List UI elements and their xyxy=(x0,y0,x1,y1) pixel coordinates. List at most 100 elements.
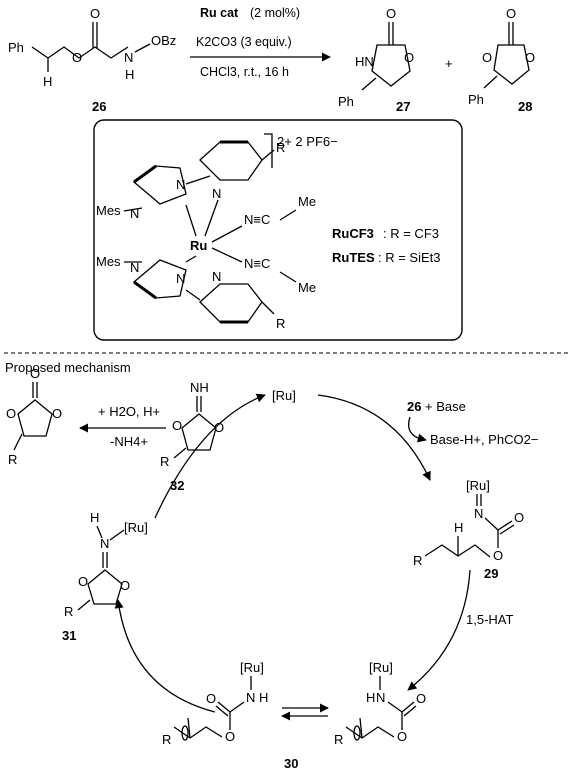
svg-text:R: R xyxy=(64,604,73,619)
svg-text:-NH4+: -NH4+ xyxy=(110,434,148,449)
svg-text:O: O xyxy=(172,418,182,433)
svg-text:: R = SiEt3: : R = SiEt3 xyxy=(378,250,441,265)
svg-text:R: R xyxy=(276,316,285,331)
svg-text:H: H xyxy=(259,690,268,705)
svg-text:O: O xyxy=(206,691,216,706)
oxazolidinone-ring xyxy=(371,44,411,87)
svg-text:Ru cat: Ru cat xyxy=(200,6,239,20)
ru-center: [Ru] xyxy=(272,388,296,403)
svg-text:O: O xyxy=(506,6,516,21)
base-step: 26 + Base Base-H+, PhCO2− xyxy=(407,399,538,447)
catalyst-box xyxy=(93,119,463,341)
intermediate-32: NH O O R 32 xyxy=(160,380,224,493)
intermediate-29: [Ru] N O O H R 29 xyxy=(413,478,524,581)
svg-text:Ru: Ru xyxy=(190,238,207,253)
svg-text:O: O xyxy=(72,50,82,65)
svg-text:N: N xyxy=(212,269,221,284)
svg-text:Me: Me xyxy=(298,194,316,209)
svg-text:28: 28 xyxy=(518,99,532,114)
svg-text:Ph: Ph xyxy=(338,94,354,109)
hat-step-label: 1,5-HAT xyxy=(466,612,513,627)
svg-text:Ph: Ph xyxy=(468,92,484,107)
svg-text:O: O xyxy=(404,50,414,65)
svg-text:H: H xyxy=(454,520,463,535)
svg-text:27: 27 xyxy=(396,99,410,114)
svg-text:Mes: Mes xyxy=(96,203,121,218)
svg-text:R: R xyxy=(334,732,343,747)
svg-text:O: O xyxy=(30,366,40,381)
svg-text:O: O xyxy=(120,578,130,593)
svg-text:O: O xyxy=(52,406,62,421)
svg-text:N: N xyxy=(130,260,139,275)
svg-text:[Ru]: [Ru] xyxy=(369,660,393,675)
svg-text:N: N xyxy=(176,177,185,192)
svg-text:R: R xyxy=(276,140,285,155)
svg-text:Ph: Ph xyxy=(8,40,24,55)
svg-text:29: 29 xyxy=(484,566,498,581)
svg-text:R: R xyxy=(413,553,422,568)
product-28: O O O Ph 28 xyxy=(468,6,535,114)
svg-text:O: O xyxy=(225,729,235,744)
intermediate-30-left: [Ru] N H O O R xyxy=(162,660,268,747)
substrate-26: Ph H O O N H OBz 26 xyxy=(8,6,176,114)
mechanism-title: Proposed mechanism xyxy=(5,360,131,375)
svg-text:+ Base: + Base xyxy=(425,399,466,414)
intermediate-31: H N [Ru] O O R 31 xyxy=(62,510,148,643)
svg-text:[Ru]: [Ru] xyxy=(124,520,148,535)
svg-text:N: N xyxy=(246,690,255,705)
svg-text:Me: Me xyxy=(298,280,316,295)
svg-text:O: O xyxy=(482,50,492,65)
svg-text:R: R xyxy=(162,732,171,747)
svg-text:O: O xyxy=(514,510,524,525)
svg-text:31: 31 xyxy=(62,628,76,643)
svg-text:O: O xyxy=(90,6,100,21)
svg-text:RuCF3: RuCF3 xyxy=(332,226,374,241)
svg-text:N≡C: N≡C xyxy=(244,212,270,227)
svg-text:H: H xyxy=(366,690,375,705)
catalyst-structure: 2+ 2 PF6− R N N N Mes Ru N≡C Me N≡C Me M… xyxy=(96,133,441,331)
svg-text:N: N xyxy=(124,50,133,65)
equilibrium-arrows xyxy=(281,703,329,721)
svg-text:(2 mol%): (2 mol%) xyxy=(250,6,300,20)
svg-text:O: O xyxy=(525,50,535,65)
svg-text:O: O xyxy=(397,729,407,744)
svg-text:O: O xyxy=(6,406,16,421)
svg-text:OBz: OBz xyxy=(151,33,176,48)
catalytic-cycle: [Ru] xyxy=(114,388,471,713)
svg-text:RuTES: RuTES xyxy=(332,250,375,265)
svg-text:N: N xyxy=(376,690,385,705)
svg-text:H: H xyxy=(90,510,99,525)
svg-text:[Ru]: [Ru] xyxy=(240,660,264,675)
svg-text:N≡C: N≡C xyxy=(244,256,270,271)
svg-text:R: R xyxy=(8,452,17,467)
svg-text:Mes: Mes xyxy=(96,254,121,269)
svg-text:R: R xyxy=(160,454,169,469)
svg-text:K2CO3 (3 equiv.): K2CO3 (3 equiv.) xyxy=(196,35,292,49)
svg-text:HN: HN xyxy=(355,54,374,69)
svg-text:O: O xyxy=(214,420,224,435)
svg-text:[Ru]: [Ru] xyxy=(466,478,490,493)
product-27: O HN O Ph 27 xyxy=(338,6,414,114)
svg-text:N: N xyxy=(474,506,483,521)
plus-sign: + xyxy=(445,56,453,71)
svg-text:Base-H+, PhCO2−: Base-H+, PhCO2− xyxy=(430,432,538,447)
svg-text:26: 26 xyxy=(92,99,106,114)
svg-text:H: H xyxy=(43,74,52,89)
svg-text:O: O xyxy=(78,574,88,589)
label-30: 30 xyxy=(284,756,298,771)
svg-text:N: N xyxy=(176,271,185,286)
svg-text:32: 32 xyxy=(170,478,184,493)
svg-text:O: O xyxy=(416,691,426,706)
svg-text:2+ 2 PF6−: 2+ 2 PF6− xyxy=(277,134,338,149)
reaction-conditions: Ru cat (2 mol%) K2CO3 (3 equiv.) CHCl3, … xyxy=(190,6,331,79)
release-step: + H2O, H+ -NH4+ xyxy=(79,404,166,449)
svg-text:NH: NH xyxy=(190,380,209,395)
svg-text:H: H xyxy=(125,67,134,82)
product-carbonate: O O O R xyxy=(6,366,62,467)
svg-text:26: 26 xyxy=(407,399,421,414)
svg-text:+ H2O, H+: + H2O, H+ xyxy=(98,404,160,419)
svg-text:N: N xyxy=(100,536,109,551)
svg-text:CHCl3, r.t., 16 h: CHCl3, r.t., 16 h xyxy=(200,65,289,79)
intermediate-30-right: [Ru] H N O O R xyxy=(334,660,426,747)
